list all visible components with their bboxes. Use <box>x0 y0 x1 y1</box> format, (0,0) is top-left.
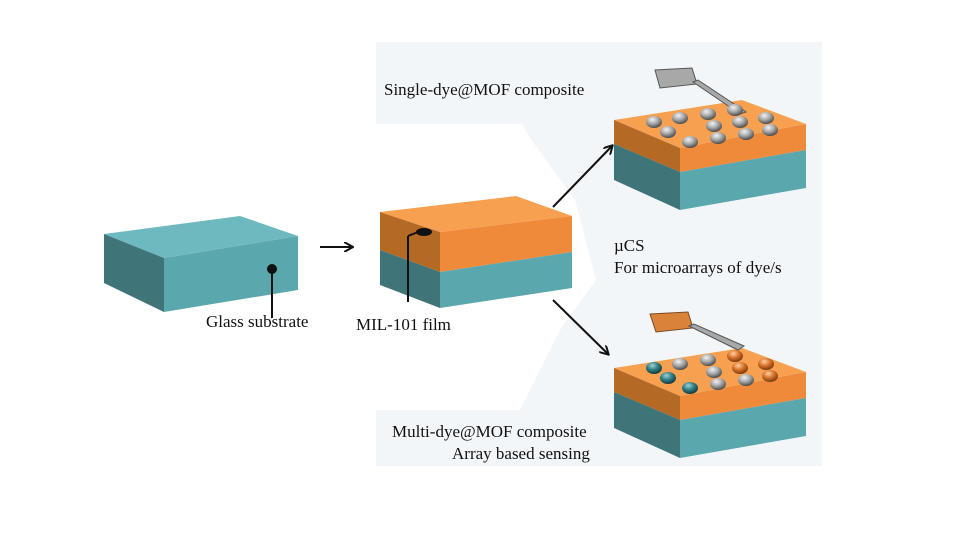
multi-dye-composite-label: Multi-dye@MOF composite <box>392 422 587 441</box>
mil-film-block <box>380 196 572 308</box>
dye-dots-multi <box>646 350 778 394</box>
single-dye-composite-block <box>614 67 806 210</box>
arrow-down-right <box>552 299 608 354</box>
glass-substrate-label: Glass substrate <box>206 312 309 331</box>
mil-film-label: MIL-101 film <box>356 315 451 334</box>
ucs-label: µCS <box>614 236 645 255</box>
microarrays-label: For microarrays of dye/s <box>614 258 782 277</box>
arrow-up-right <box>552 146 612 208</box>
dye-dots-silver <box>646 104 778 148</box>
multi-dye-composite-block <box>614 311 806 458</box>
glass-substrate-block <box>104 216 298 318</box>
single-dye-composite-label: Single-dye@MOF composite <box>384 80 585 99</box>
array-sensing-label: Array based sensing <box>452 444 590 463</box>
